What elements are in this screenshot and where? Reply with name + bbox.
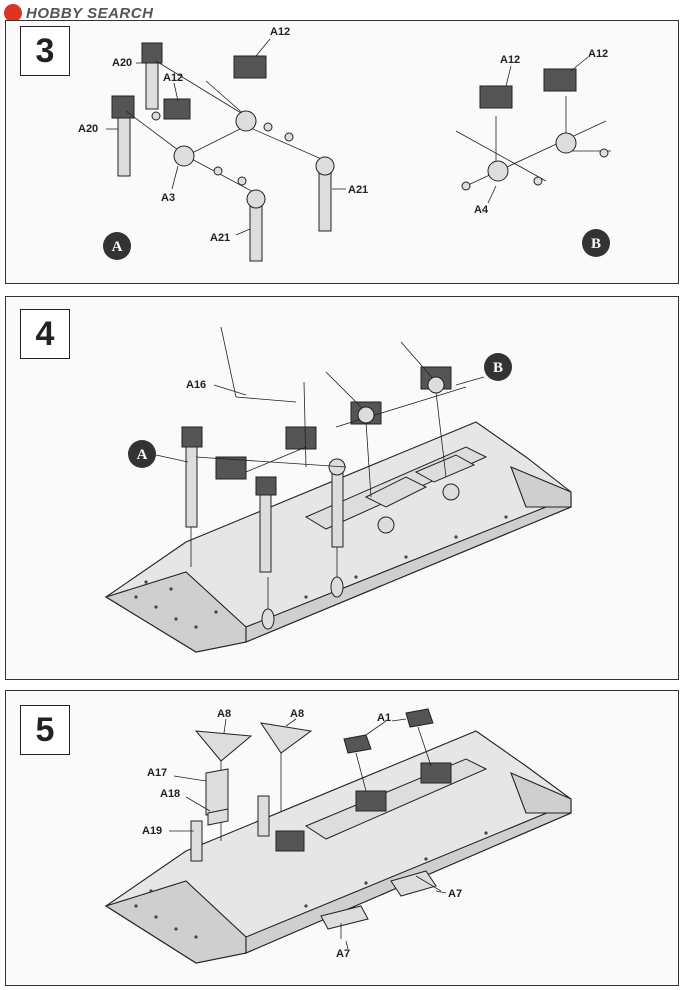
callout-a8-left: A8 [217,708,231,720]
callout-a1: A1 [377,712,391,724]
callout-a4: A4 [474,204,489,216]
hull-lower-5 [104,730,572,964]
step-4-number: 4 [20,309,70,359]
shock-absorber-a20-2 [111,95,135,177]
callout-a19: A19 [142,825,162,837]
shock-absorber-a20-1 [141,42,163,110]
callout-a17: A17 [147,767,167,779]
watermark-logo-icon [4,4,22,22]
part-a1-blocks [343,708,434,792]
step-4-diagram: A16 A B [104,326,572,653]
suspension-assembly-b-placed [325,341,467,498]
step-3-panel: 3 [5,20,679,284]
suspension-assembly-a-placed [181,326,347,630]
subassembly-badge-a: A [103,232,131,260]
step-5-diagram: A8 A8 A1 A17 A18 A19 A7 A7 [104,708,572,964]
callout-a8-right: A8 [290,708,304,720]
part-a17-plate [205,768,229,816]
svg-text:B: B [591,236,601,252]
step-4-panel: 4 [5,296,679,680]
callout-a20-lower: A20 [78,123,98,135]
bracket-a8-right [259,722,313,811]
subassembly-badge-b-step4: B [455,353,512,386]
callout-a21-lower: A21 [210,232,230,244]
callout-a21-right: A21 [348,184,368,196]
subassembly-badge-a-step4: A [128,440,189,468]
subassembly-badge-b: B [582,229,610,257]
callout-a3: A3 [161,192,175,204]
step-3-number: 3 [20,26,70,76]
callout-a18: A18 [160,788,180,800]
callout-a12-b-right: A12 [588,48,608,60]
suspension-assembly-b [455,68,611,191]
step-3-diagram: A20 A20 A12 A12 A3 A21 A21 A12 [78,26,611,262]
suspension-assembly-a [125,55,327,197]
step-5-panel: 5 [5,690,679,986]
callout-a12-upper: A12 [270,26,290,38]
part-a18-plate [207,808,229,826]
step-5-number: 5 [20,705,70,755]
shock-absorber-a21-2 [246,189,266,262]
callout-a20-upper: A20 [112,57,132,69]
callout-a16: A16 [186,379,206,391]
callout-a7-right: A7 [448,888,462,900]
svg-text:B: B [493,360,503,376]
watermark-text: HOBBY SEARCH [26,5,154,22]
shock-absorber-a21-1 [315,156,335,232]
svg-text:A: A [112,239,123,255]
callout-a12-b-left: A12 [500,54,520,66]
part-a7-arm-right [390,870,442,897]
callout-a7-lower: A7 [336,948,350,960]
part-a7-arm-lower [320,905,369,939]
svg-text:A: A [137,447,148,463]
callout-a12-middle: A12 [163,72,183,84]
